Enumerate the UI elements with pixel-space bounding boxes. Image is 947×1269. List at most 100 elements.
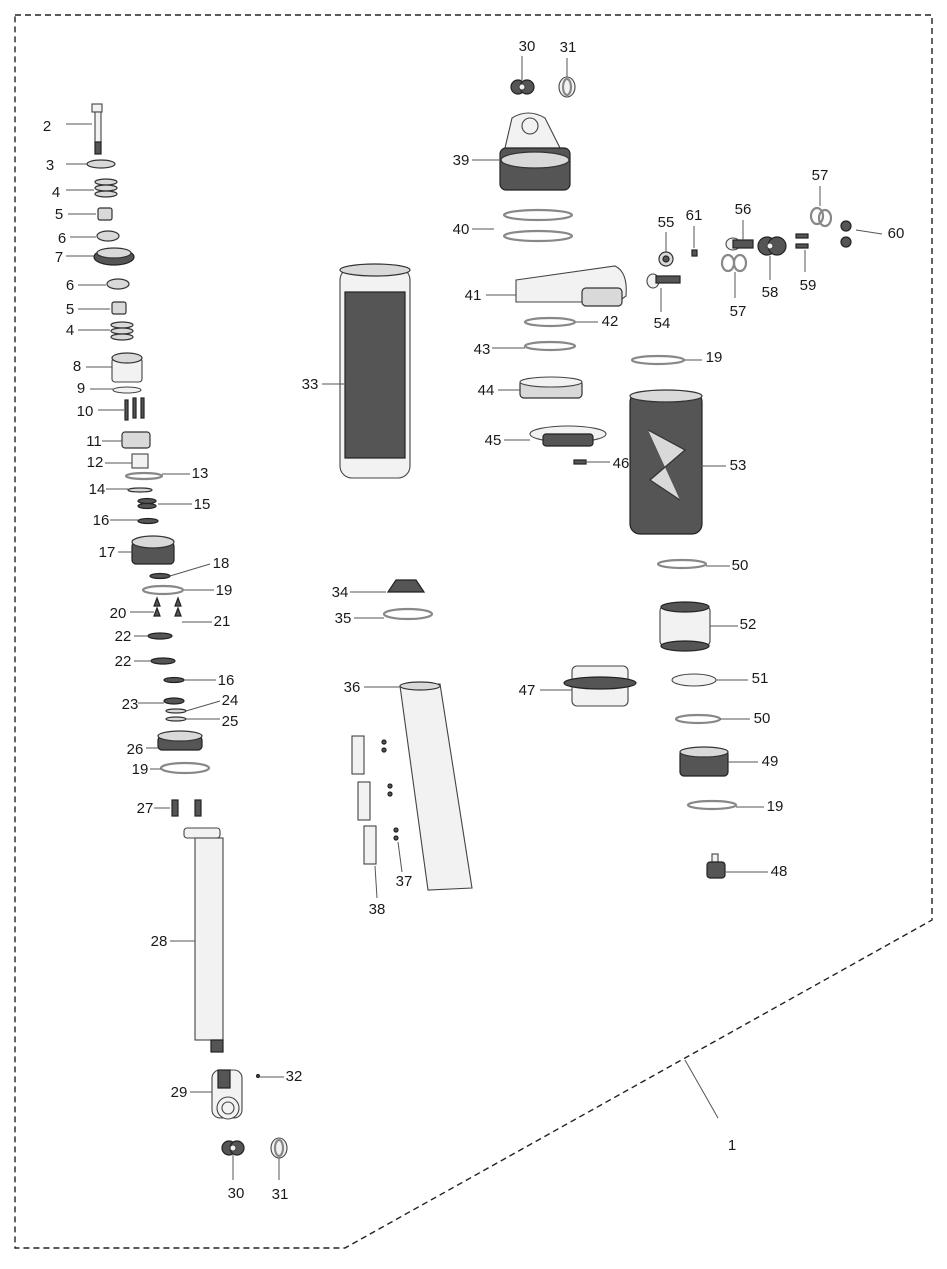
part-washer-14 <box>127 487 153 493</box>
callout-19: 19 <box>132 761 149 778</box>
part-top-cap-39 <box>499 112 571 191</box>
callout-40: 40 <box>453 221 470 238</box>
callout-9: 9 <box>77 380 85 397</box>
callout-22: 22 <box>115 628 132 645</box>
part-nuts-60 <box>840 220 852 248</box>
callout-assembly: 1 <box>728 1137 736 1154</box>
assembly-boundary <box>14 14 933 1249</box>
part-bushing-30b <box>221 1140 245 1156</box>
callout-16: 16 <box>218 672 235 689</box>
callout-30: 30 <box>519 38 536 55</box>
part-fasteners-27 <box>171 799 202 817</box>
part-oring-50a <box>656 558 708 570</box>
callout-15: 15 <box>194 496 211 513</box>
part-base-49 <box>679 746 729 777</box>
leader-c37 <box>397 841 403 873</box>
part-screws-37 <box>381 739 399 841</box>
part-spring-15 <box>137 497 157 510</box>
part-pins-20-21 <box>153 596 182 617</box>
callout-5: 5 <box>55 206 63 223</box>
part-spring-4 <box>94 178 118 198</box>
part-oring-42 <box>523 316 577 328</box>
part-seal-16 <box>137 517 159 525</box>
callout-12: 12 <box>87 454 104 471</box>
part-spacer-31b <box>270 1137 288 1159</box>
part-seal-18 <box>149 572 171 580</box>
part-nut-6b <box>106 278 130 290</box>
callout-19: 19 <box>767 798 784 815</box>
callout-13: 13 <box>192 465 209 482</box>
part-insert-12 <box>131 453 149 469</box>
callout-26: 26 <box>127 741 144 758</box>
callout-19: 19 <box>706 349 723 366</box>
callout-33: 33 <box>302 376 319 393</box>
part-tube-36 <box>399 681 473 891</box>
part-shim-25 <box>165 716 187 722</box>
part-ring-51 <box>671 673 717 687</box>
callout-11: 11 <box>86 433 102 450</box>
callout-24: 24 <box>222 692 239 709</box>
callout-20: 20 <box>110 605 127 622</box>
part-piston-26 <box>157 730 203 751</box>
callout-42: 42 <box>602 313 619 330</box>
callout-3: 3 <box>46 157 54 174</box>
callout-56: 56 <box>735 201 752 218</box>
part-detent-59 <box>795 233 809 249</box>
part-flange-45 <box>529 425 607 447</box>
part-seal-16b <box>163 676 185 684</box>
part-dial-58 <box>757 236 787 256</box>
part-screws-10 <box>124 397 145 421</box>
callout-21: 21 <box>214 613 231 630</box>
part-clip-22b <box>150 657 176 665</box>
callout-28: 28 <box>151 933 168 950</box>
callout-57: 57 <box>812 167 829 184</box>
callout-5: 5 <box>66 301 74 318</box>
callout-36: 36 <box>344 679 361 696</box>
part-pin-32 <box>255 1073 261 1079</box>
callout-19: 19 <box>216 582 233 599</box>
part-bracket-38 <box>351 735 377 865</box>
callout-57: 57 <box>730 303 747 320</box>
part-cup-8 <box>111 352 143 383</box>
part-bushing-5 <box>97 207 113 221</box>
callout-52: 52 <box>740 616 757 633</box>
callout-50: 50 <box>732 557 749 574</box>
callout-16: 16 <box>93 512 110 529</box>
part-nut-6 <box>96 230 120 242</box>
leader-c60 <box>855 229 883 235</box>
part-spring-4b <box>110 321 134 341</box>
part-orings-57a <box>809 206 833 228</box>
callout-31: 31 <box>272 1186 289 1203</box>
part-cap-34 <box>386 579 426 593</box>
callout-14: 14 <box>89 481 106 498</box>
callout-46: 46 <box>613 455 630 472</box>
callout-60: 60 <box>888 225 905 242</box>
part-oring-19a <box>141 584 185 596</box>
callout-30: 30 <box>228 1185 245 1202</box>
callout-48: 48 <box>771 863 788 880</box>
part-eyelet-29 <box>211 1069 243 1120</box>
callout-7: 7 <box>55 249 63 266</box>
callout-27: 27 <box>137 800 154 817</box>
callout-58: 58 <box>762 284 779 301</box>
callout-59: 59 <box>800 277 817 294</box>
part-bushing-30a <box>510 79 535 95</box>
part-bolt-2 <box>91 103 103 155</box>
part-pin-56 <box>725 237 754 251</box>
part-sleeve-52 <box>659 601 711 652</box>
part-head-17 <box>131 535 175 565</box>
part-piston-7 <box>93 247 135 266</box>
callout-41: 41 <box>465 287 482 304</box>
part-ring-23 <box>163 697 185 705</box>
callout-17: 17 <box>99 544 116 561</box>
leader-lines <box>66 56 883 1180</box>
part-bushing-5b <box>111 301 127 315</box>
callout-61: 61 <box>686 207 703 224</box>
leader-c38 <box>374 865 378 899</box>
part-shim-9 <box>112 386 142 394</box>
part-knob-55 <box>658 251 674 267</box>
callout-47: 47 <box>519 682 536 699</box>
callout-8: 8 <box>73 358 81 375</box>
